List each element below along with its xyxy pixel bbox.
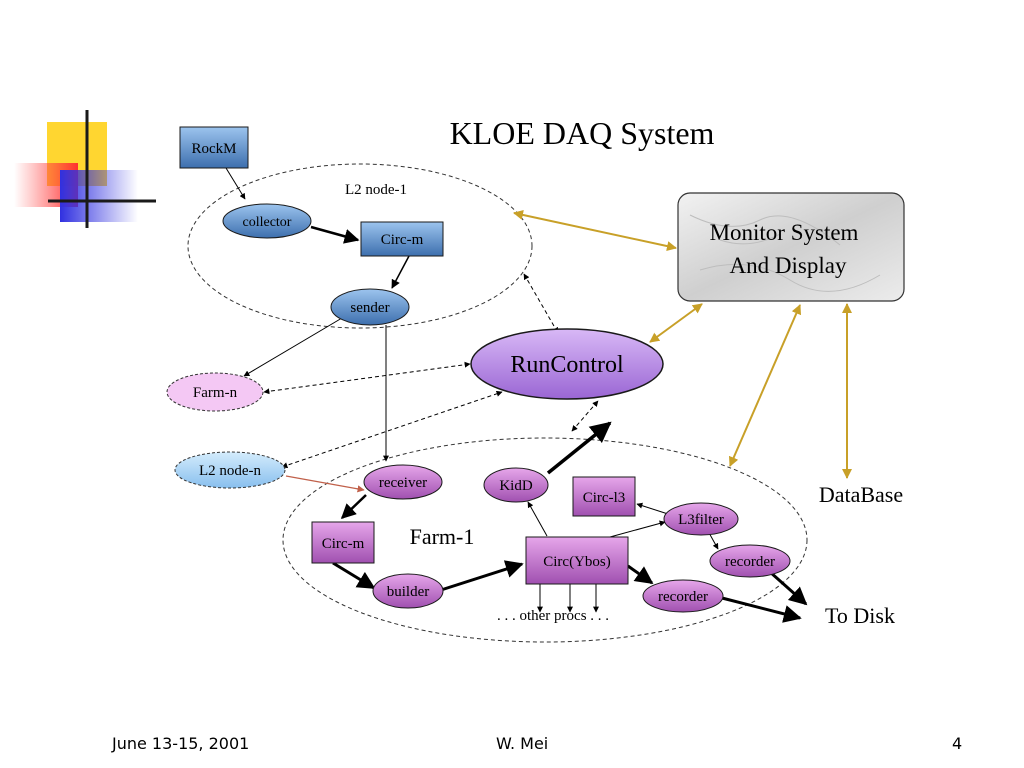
slide-title: KLOE DAQ System	[450, 115, 715, 151]
footer-date: June 13-15, 2001	[112, 734, 250, 753]
edge-circybos-recorder2	[627, 564, 654, 585]
database-label: DataBase	[819, 482, 903, 507]
to-disk-label: To Disk	[825, 603, 895, 628]
l2-node-1-label: L2 node-1	[345, 182, 407, 198]
node-builder-label: builder	[387, 584, 430, 600]
edge-runcontrol-farm	[571, 400, 599, 432]
edge-circm-sender	[391, 255, 410, 289]
farm-1-group-outline	[282, 437, 808, 643]
node-circ-ybos-label: Circ(Ybos)	[543, 554, 611, 570]
node-circ-m-top-label: Circ-m	[381, 232, 424, 248]
node-recorder-1: recorder	[709, 544, 791, 578]
footer-author: W. Mei	[496, 734, 549, 753]
node-farm-n: Farm-n	[166, 372, 264, 412]
farm-1-label: Farm-1	[410, 524, 475, 549]
edge-farmn-runcontrol	[263, 361, 471, 395]
node-monitor-system: Monitor System And Display	[677, 192, 905, 302]
edge-receiver-circm	[340, 494, 367, 520]
other-procs-label: . . . other procs . . .	[497, 608, 609, 624]
node-kidd: KidD	[483, 467, 549, 503]
edge-sender-farmn	[243, 317, 343, 377]
node-circ-m-farm: Circ-m	[311, 521, 375, 564]
edge-l2group-runcontrol	[523, 273, 559, 334]
node-monitor-line1: Monitor System	[710, 220, 859, 245]
edge-l3filter-circl3	[636, 502, 669, 515]
node-receiver-label: receiver	[379, 475, 427, 491]
edge-recorder2-todisk	[721, 596, 802, 623]
edge-circybos-kidd	[527, 501, 548, 537]
node-monitor-line2: And Display	[730, 253, 847, 278]
node-rockm-label: RockM	[192, 141, 237, 157]
edge-recorder1-todisk	[769, 570, 808, 606]
node-collector-label: collector	[243, 215, 292, 230]
node-circ-l3: Circ-l3	[572, 476, 636, 517]
edge-monitor-l2group	[513, 210, 677, 251]
node-runcontrol-label: RunControl	[510, 352, 624, 378]
edge-kidd-runcontrol	[546, 421, 612, 475]
connectors	[225, 167, 852, 623]
edge-rockm-collector	[225, 167, 246, 200]
node-recorder-2-label: recorder	[658, 589, 708, 605]
node-sender-label: sender	[350, 300, 389, 316]
node-circ-l3-label: Circ-l3	[583, 490, 626, 506]
node-circ-ybos: Circ(Ybos)	[525, 536, 629, 585]
node-l3filter-label: L3filter	[678, 512, 724, 528]
edge-circm-builder	[332, 561, 376, 590]
node-farm-n-label: Farm-n	[193, 385, 238, 401]
edge-circybos-l3filter	[609, 520, 666, 538]
node-l2-node-n-label: L2 node-n	[199, 463, 262, 479]
node-rockm: RockM	[179, 126, 249, 169]
node-collector: collector	[222, 203, 312, 239]
edge-l2noden-receiver	[285, 475, 365, 493]
edge-builder-circybos	[440, 560, 524, 592]
node-recorder-2: recorder	[642, 579, 724, 613]
node-l2-node-n: L2 node-n	[174, 451, 286, 489]
edge-monitor-runcontrol	[649, 303, 703, 343]
decorative-logo	[14, 110, 156, 228]
footer-page-number: 4	[952, 734, 963, 753]
node-circ-m-top: Circ-m	[360, 221, 444, 257]
node-l3filter: L3filter	[663, 502, 739, 536]
node-receiver: receiver	[363, 464, 443, 500]
edge-collector-circm	[310, 225, 360, 244]
node-recorder-1-label: recorder	[725, 554, 775, 570]
node-sender: sender	[330, 288, 410, 326]
node-builder: builder	[372, 573, 444, 609]
edge-l2noden-runcontrol	[281, 390, 503, 469]
node-runcontrol: RunControl	[470, 328, 664, 400]
edge-monitor-farm	[729, 304, 801, 467]
node-circ-m-farm-label: Circ-m	[322, 536, 365, 552]
node-kidd-label: KidD	[499, 478, 533, 494]
